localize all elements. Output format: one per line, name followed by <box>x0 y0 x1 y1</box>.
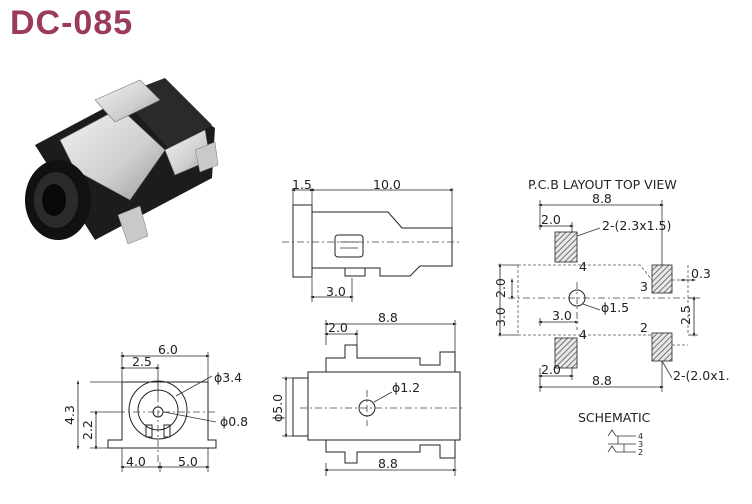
pcb-dim-hole: ϕ1.5 <box>601 300 629 315</box>
pcb-dim-left-3: 3.0 <box>493 307 508 327</box>
schematic-symbol <box>607 429 636 453</box>
pcb-pin-4-top: 4 <box>579 259 587 274</box>
pcb-pad-size-bottom: 2-(2.0x1. <box>673 368 730 383</box>
pcb-layout <box>498 200 700 392</box>
pcb-pin-2: 2 <box>640 320 648 335</box>
side-view <box>282 188 460 302</box>
dim-bore: ϕ3.4 <box>214 370 242 385</box>
dim-diameter: ϕ5.0 <box>270 394 285 422</box>
pcb-pin-3: 3 <box>640 279 648 294</box>
dim-length-bottom: 8.8 <box>378 456 398 471</box>
pcb-dim-left-2: 2.0 <box>493 278 508 298</box>
dim-right: 5.0 <box>178 454 198 469</box>
pad-right-top <box>651 264 673 294</box>
dim-length-top: 8.8 <box>378 310 398 325</box>
product-photo <box>25 78 219 245</box>
dim-height: 4.3 <box>62 405 77 425</box>
part-number-title: DC-085 <box>10 4 134 42</box>
pcb-dim-bottom: 8.8 <box>592 373 612 388</box>
dim-length: 10.0 <box>373 177 401 192</box>
dim-pin: ϕ0.8 <box>220 414 248 429</box>
dim-width: 6.0 <box>158 342 178 357</box>
pcb-title: P.C.B LAYOUT TOP VIEW <box>528 177 677 192</box>
pcb-dim-gap: 0.3 <box>691 266 711 281</box>
pcb-dim-top: 8.8 <box>592 191 612 206</box>
pad-top-left <box>554 231 578 263</box>
schematic-pin-4: 4 <box>638 432 643 441</box>
dim-hole: ϕ1.2 <box>392 380 420 395</box>
pcb-dim-right: 2.5 <box>678 305 693 325</box>
dim-left: 4.0 <box>126 454 146 469</box>
front-view <box>76 352 217 472</box>
dim-flange: 1.5 <box>292 177 312 192</box>
dim-offset: 3.0 <box>326 284 346 299</box>
pcb-dim-pad-offset-top: 2.0 <box>541 212 561 227</box>
schematic-label: SCHEMATIC <box>578 410 651 425</box>
pad-right-bottom <box>651 332 673 362</box>
schematic-pin-2: 2 <box>638 448 643 457</box>
pcb-dim-hole-offset: 3.0 <box>552 308 572 323</box>
bottom-view <box>282 320 462 476</box>
dim-center: 2.5 <box>132 354 152 369</box>
dim-axis: 2.2 <box>80 420 95 440</box>
schematic-pin-3: 3 <box>638 440 643 449</box>
dim-pad: 2.0 <box>328 320 348 335</box>
pcb-pad-size-top: 2-(2.3x1.5) <box>602 218 671 233</box>
pcb-dim-pad-offset-bottom: 2.0 <box>541 362 561 377</box>
pad-bottom-left <box>554 337 578 369</box>
pcb-pin-4-bottom: 4 <box>579 327 587 342</box>
